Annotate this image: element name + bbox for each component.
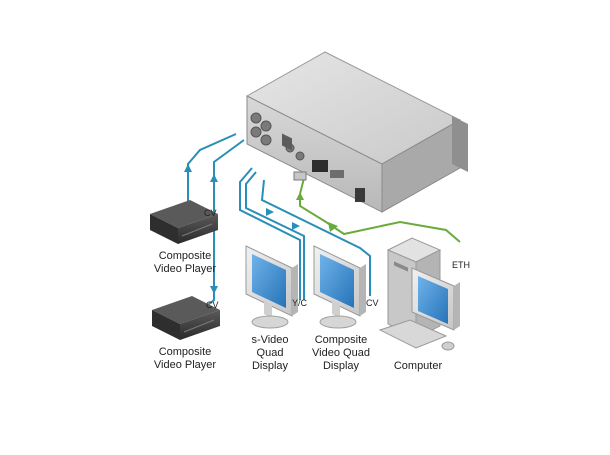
player1-label-line1: Composite xyxy=(158,250,212,262)
arrow-3 xyxy=(210,286,218,294)
composite-display-label-line2: Video Quad xyxy=(312,347,370,359)
cable-arrows xyxy=(184,164,300,294)
composite-display xyxy=(313,245,366,329)
computer-label: Computer xyxy=(388,360,448,373)
video-player-1 xyxy=(150,200,218,244)
eth-tag: ETH xyxy=(452,260,470,270)
svideo-label-line3: Display xyxy=(251,360,289,372)
svideo-label-line1: s-Video xyxy=(251,334,289,346)
ethernet-plug xyxy=(293,171,307,181)
video-player-2 xyxy=(152,296,220,340)
computer xyxy=(378,237,460,351)
svideo-display-label: s-Video Quad Display xyxy=(240,334,300,373)
cable-yc-a xyxy=(239,167,301,300)
cable-yc-b xyxy=(245,171,305,300)
switcher-device xyxy=(245,51,468,213)
cable-player1 xyxy=(187,133,237,215)
svideo-display xyxy=(245,245,298,329)
svideo-label-line2: Quad xyxy=(256,347,284,359)
serial-port xyxy=(330,170,344,178)
cable-cv-display xyxy=(260,179,371,296)
yc-tag: Y/C xyxy=(292,298,308,308)
cv-tag-display: CV xyxy=(366,298,379,308)
video-player-2-label: Composite Video Player xyxy=(150,346,220,372)
composite-display-label-line1: Composite xyxy=(314,334,368,346)
cv-tag-player2: CV xyxy=(206,300,219,310)
bnc-connectors xyxy=(250,112,305,161)
ethernet-arrows xyxy=(296,192,338,232)
video-player-1-label: Composite Video Player xyxy=(150,250,220,276)
arrow-5 xyxy=(292,222,300,230)
arrow-2 xyxy=(210,174,218,182)
player2-label-line1: Composite xyxy=(158,346,212,358)
power-port xyxy=(355,188,365,202)
arrow-4 xyxy=(266,208,274,216)
cv-tag-player1: CV xyxy=(204,208,217,218)
computer-label-text: Computer xyxy=(393,360,443,372)
player2-label-line2: Video Player xyxy=(153,359,217,371)
player1-label-line2: Video Player xyxy=(153,263,217,275)
ethernet-port xyxy=(312,160,328,172)
composite-display-label-line3: Display xyxy=(322,360,360,372)
arrow-1 xyxy=(184,164,192,172)
composite-display-label: Composite Video Quad Display xyxy=(306,334,376,373)
